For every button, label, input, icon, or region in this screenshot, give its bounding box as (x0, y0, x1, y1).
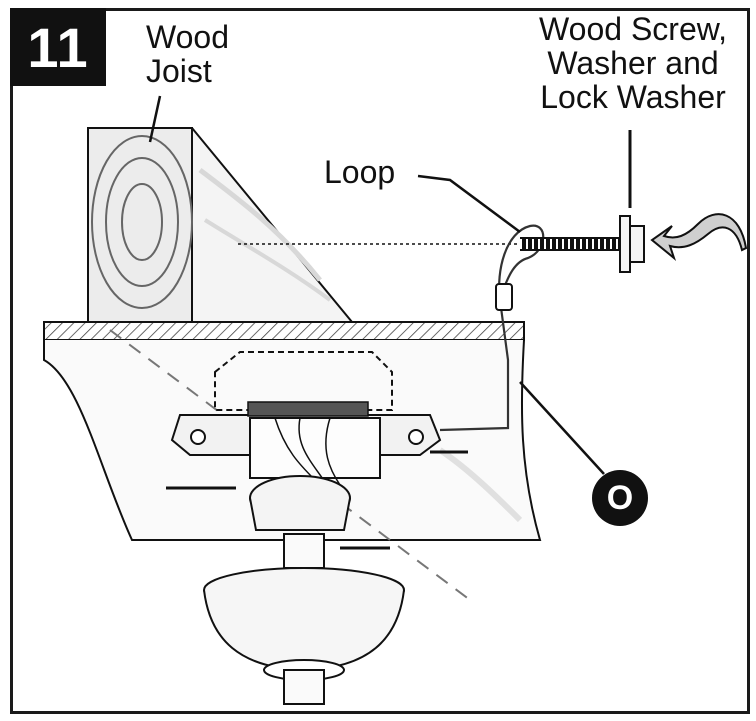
screw-icon (520, 216, 644, 272)
screw-label-line3: Lock Washer (508, 80, 756, 114)
cable-ferrule (496, 284, 512, 310)
wood-joist-label-line1: Wood (146, 20, 229, 54)
loop-label: Loop (324, 155, 395, 189)
step-number-badge: 11 (10, 8, 106, 86)
screw-label-line2: Washer and (508, 46, 756, 80)
wood-joist-label-line2: Joist (146, 54, 229, 88)
loop-leader-line (418, 176, 520, 232)
wood-joist-label: Wood Joist (146, 20, 229, 88)
wood-joist (88, 128, 352, 322)
screw-label: Wood Screw, Washer and Lock Washer (508, 12, 756, 114)
part-callout-badge: O (592, 470, 648, 526)
curved-arrow-icon (652, 214, 746, 258)
callout-leader-line (520, 382, 604, 474)
screw-label-line1: Wood Screw, (508, 12, 756, 46)
